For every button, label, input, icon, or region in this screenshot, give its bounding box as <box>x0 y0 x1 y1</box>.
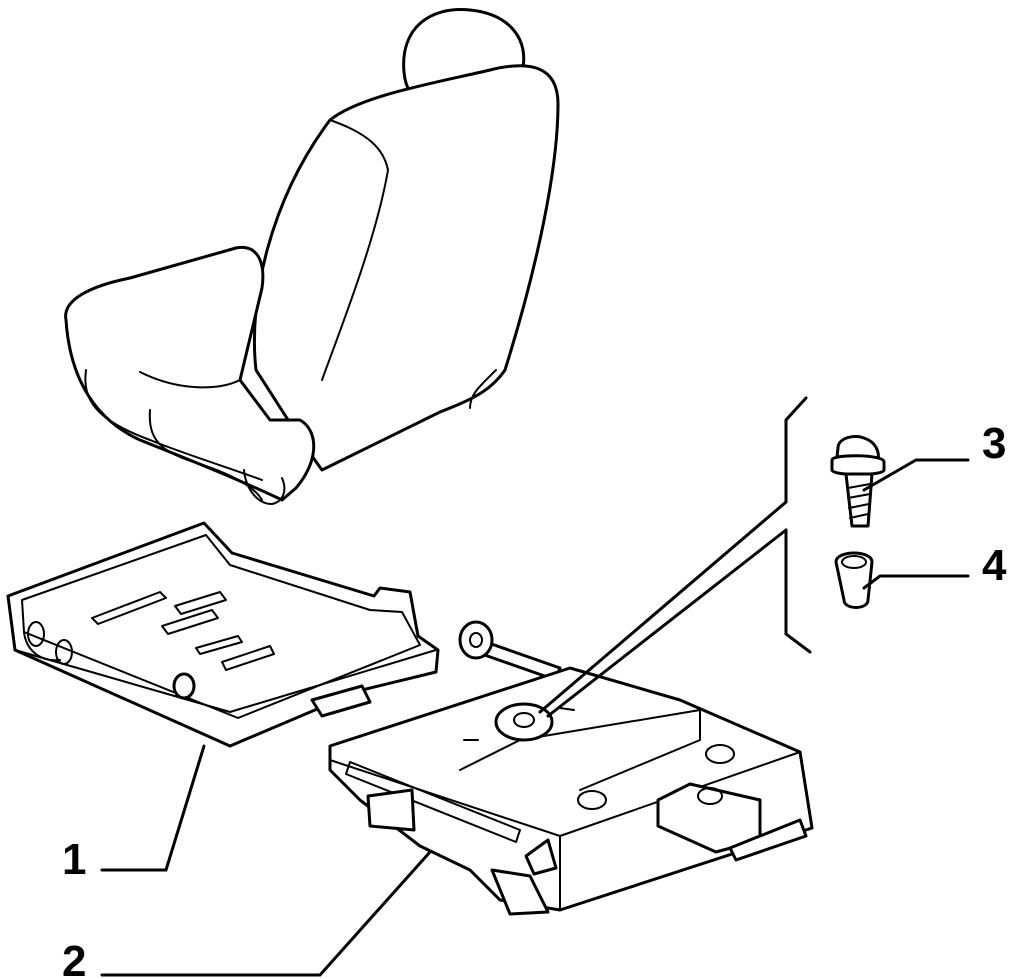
callout-1: 1 <box>62 835 86 884</box>
tray-hole <box>55 639 73 665</box>
seat-cushion <box>64 245 316 502</box>
seat-cushion-seam <box>139 371 241 389</box>
tray-front-lip <box>23 631 61 662</box>
tray-hole <box>27 621 45 647</box>
adjuster-body <box>328 666 814 912</box>
callout-2: 2 <box>62 937 86 979</box>
tray-peg <box>172 672 196 700</box>
tray-clip <box>310 684 372 718</box>
adjuster-mark <box>559 707 575 711</box>
seat-backrest-seam <box>469 369 497 409</box>
adjuster-hole <box>705 744 735 764</box>
adjuster-hole <box>577 790 607 810</box>
seat-adjuster-mechanism <box>328 620 814 916</box>
tray-slot <box>91 591 167 625</box>
seat-base-tray <box>6 521 440 748</box>
adjuster-raised-block <box>459 709 701 791</box>
adjuster-side-clip <box>366 788 416 832</box>
inset-bracket-top <box>784 396 808 504</box>
spacer-bushing <box>834 551 874 609</box>
adjuster-rod-eye-hole <box>469 632 483 648</box>
seat-backrest-edge <box>321 119 389 381</box>
tray-inner-rim <box>21 534 421 719</box>
bolt-flange <box>830 454 886 476</box>
adjuster-nut-hole <box>697 787 723 805</box>
adjuster-slot <box>345 761 521 843</box>
leader-line-2 <box>100 850 432 977</box>
adjuster-pivot-boss <box>494 702 554 742</box>
adjuster-pivot-hole <box>513 712 535 728</box>
inset-pointer-line <box>546 528 788 718</box>
adjuster-rail-tab <box>728 818 808 862</box>
flange-bolt <box>830 434 886 528</box>
adjuster-rod-eye <box>458 620 494 660</box>
tray-slot <box>195 635 243 655</box>
tray-lower-edge <box>14 649 437 713</box>
adjuster-lower-clip <box>490 868 550 916</box>
callout-3: 3 <box>982 419 1006 468</box>
tray-slot <box>221 645 275 671</box>
seat-cushion-front <box>84 369 263 481</box>
callout-4: 4 <box>982 541 1007 590</box>
inset-pointer-line <box>538 500 788 714</box>
seat-backrest <box>252 64 560 472</box>
bolt-thread <box>847 483 871 519</box>
detail-inset-frame <box>538 396 812 718</box>
leader-line-1 <box>100 744 206 872</box>
leader-line-4 <box>862 574 970 590</box>
leader-line-3 <box>862 458 970 492</box>
tray-body <box>6 521 440 748</box>
tray-slot <box>174 591 227 615</box>
inset-bracket-bottom <box>784 528 812 654</box>
bushing-bore <box>841 555 867 569</box>
seat-illustration <box>64 8 560 505</box>
leader-lines <box>100 458 970 977</box>
adjuster-latch <box>524 838 558 876</box>
tray-slot <box>161 609 219 635</box>
callout-labels: 1 2 3 4 <box>62 419 1007 979</box>
seat-side-trim <box>243 469 286 505</box>
